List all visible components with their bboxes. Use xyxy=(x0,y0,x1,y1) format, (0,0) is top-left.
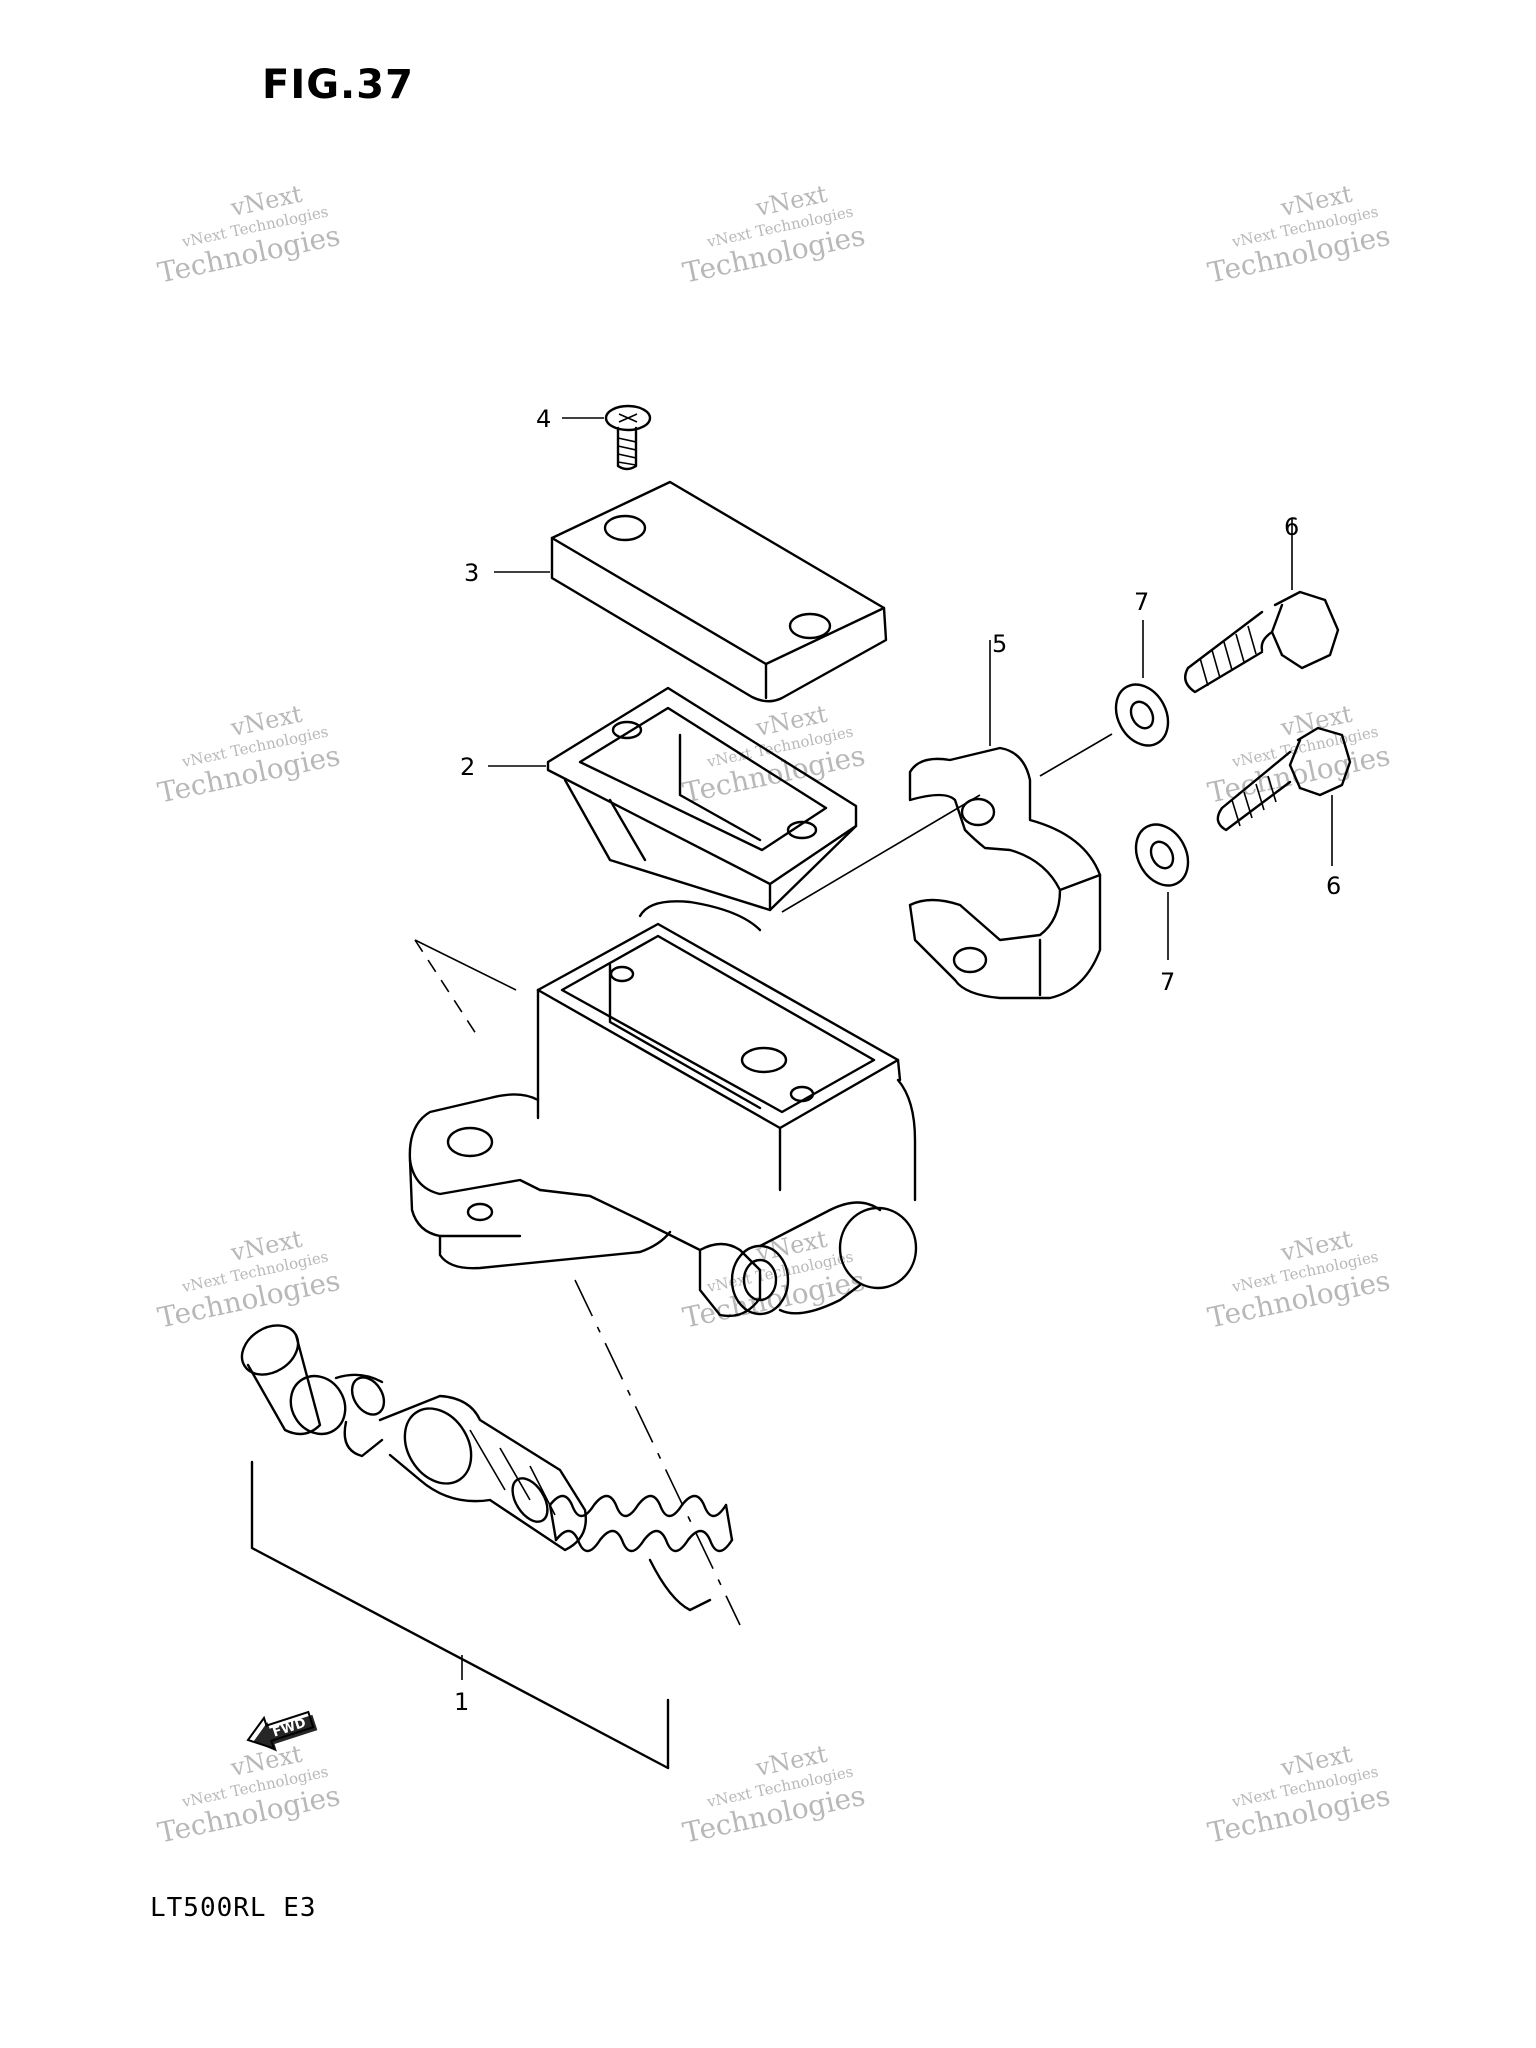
part-1-piston-kit xyxy=(240,1324,734,1770)
callout-6-lower: 6 xyxy=(1326,872,1341,900)
watermark: vNext Technologies vNext Technologies xyxy=(680,180,868,290)
watermark: vNext Technologies vNext Technologies xyxy=(155,700,343,810)
watermark: vNext Technologies vNext Technologies xyxy=(1205,1225,1393,1335)
watermark: vNext Technologies vNext Technologies xyxy=(680,1740,868,1850)
part-1-master-cylinder-body xyxy=(408,900,918,1626)
part-6-bolt-lower xyxy=(1216,726,1352,866)
callout-7-lower: 7 xyxy=(1160,968,1175,996)
part-7-washer-lower xyxy=(1134,823,1190,960)
callout-5: 5 xyxy=(992,630,1007,658)
part-2-diaphragm xyxy=(488,686,981,913)
callout-4: 4 xyxy=(536,405,551,433)
callout-2: 2 xyxy=(460,753,475,781)
watermark: vNext Technologies vNext Technologies xyxy=(1205,180,1393,290)
callout-1: 1 xyxy=(454,1688,469,1716)
callout-3: 3 xyxy=(464,559,479,587)
part-6-bolt-upper xyxy=(1184,518,1340,694)
watermark: vNext Technologies vNext Technologies xyxy=(155,1225,343,1335)
part-5-clamp-holder xyxy=(908,640,1113,1000)
model-code: LT500RL E3 xyxy=(150,1893,317,1923)
watermark: vNext Technologies vNext Technologies xyxy=(155,180,343,290)
figure-title: FIG.37 xyxy=(262,62,414,108)
part-4-screw xyxy=(562,404,652,471)
part-7-washer-upper xyxy=(1114,620,1170,747)
watermark: vNext Technologies vNext Technologies xyxy=(1205,1740,1393,1850)
watermarks: vNext Technologies vNext Technologies vN… xyxy=(155,180,1393,1850)
watermark: vNext Technologies vNext Technologies xyxy=(155,1740,343,1850)
callout-6-upper: 6 xyxy=(1284,513,1299,541)
part-3-reservoir-cover xyxy=(494,480,888,703)
callout-7-upper: 7 xyxy=(1134,588,1149,616)
